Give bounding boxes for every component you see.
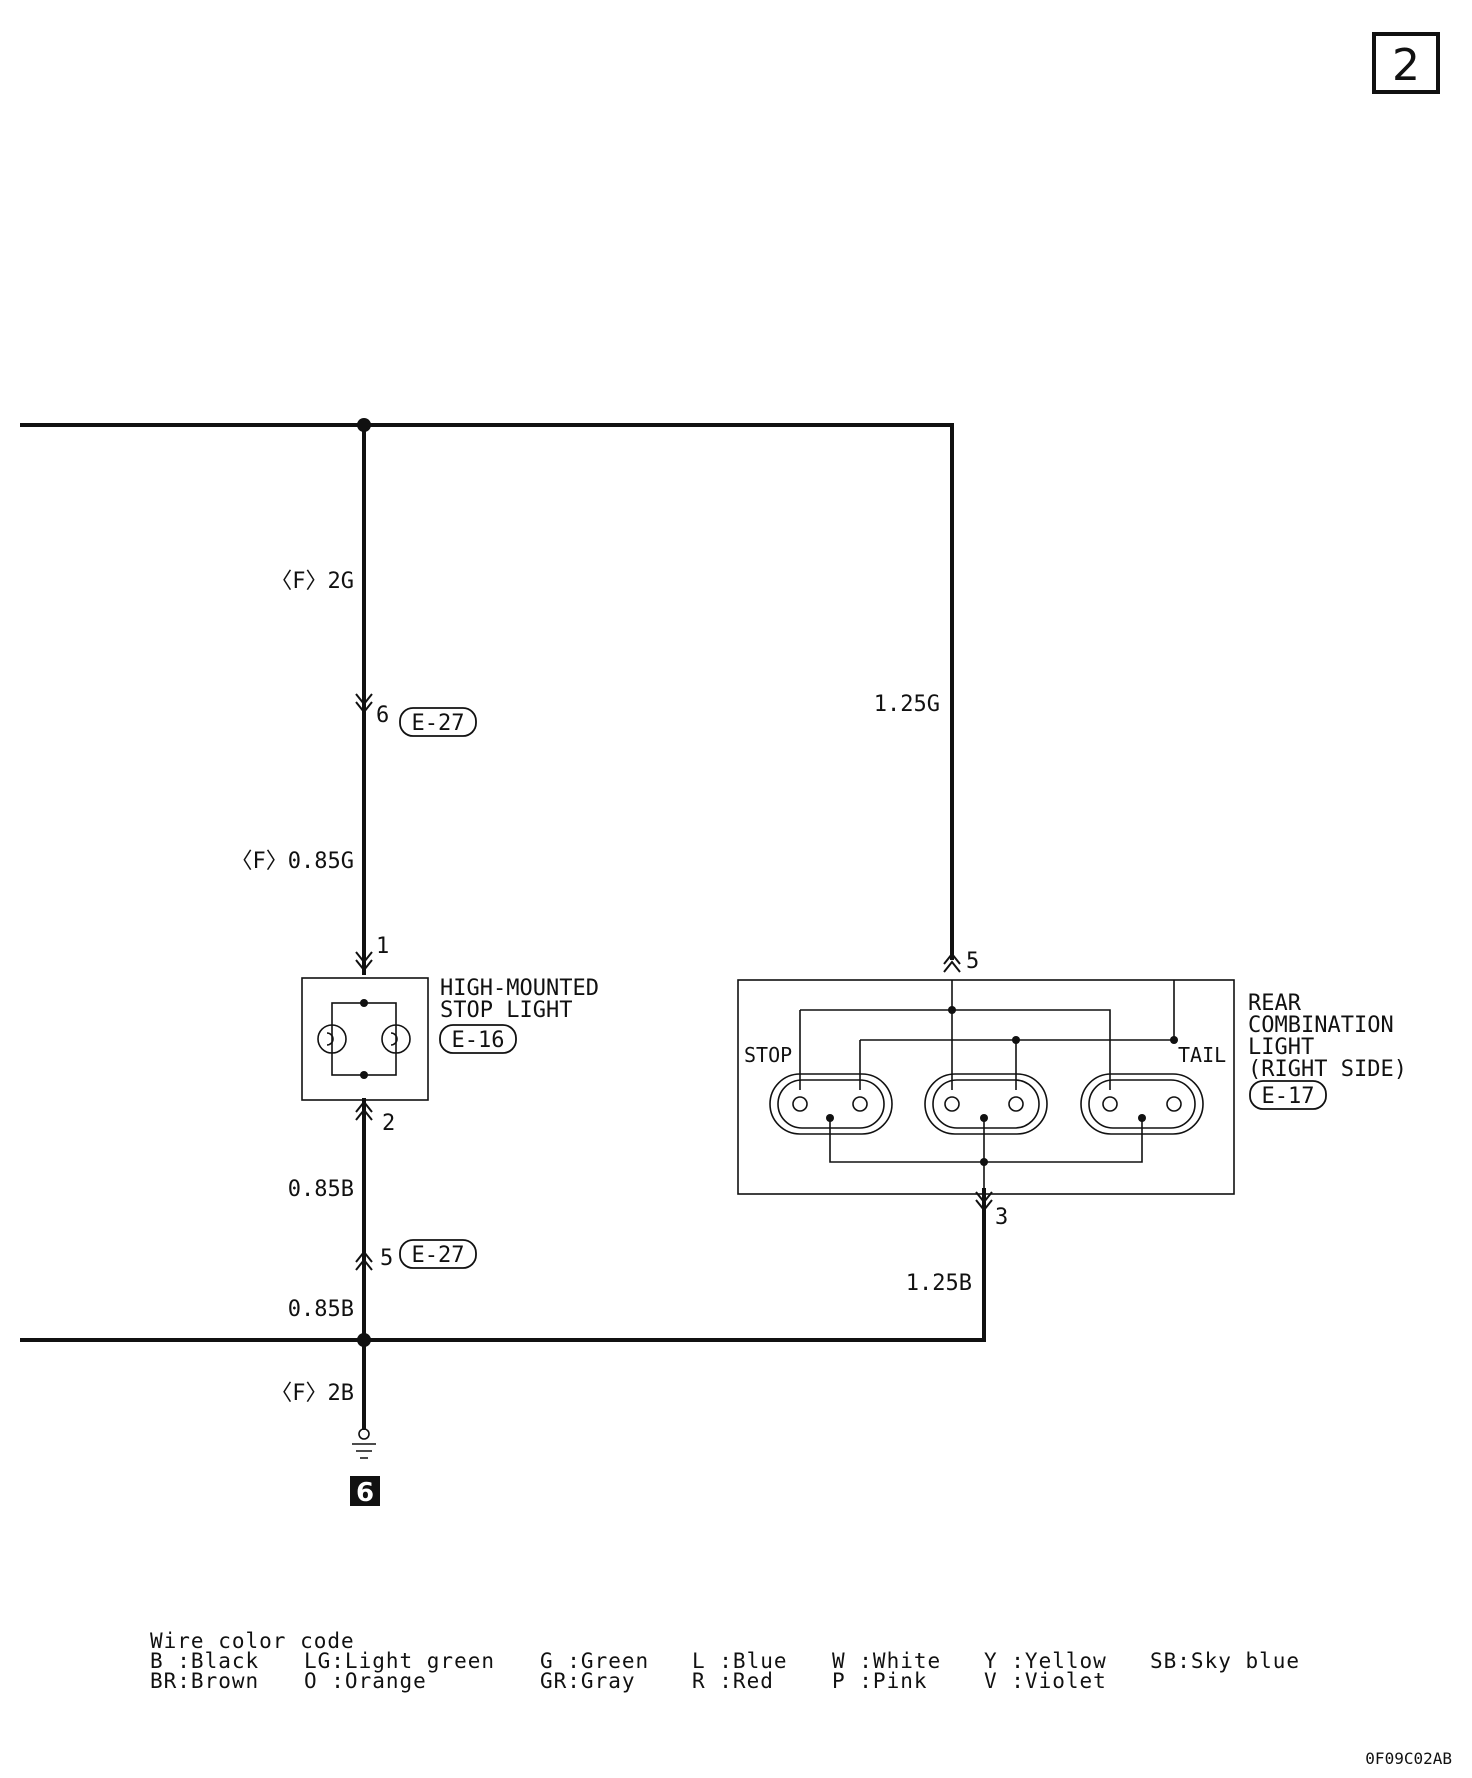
- legend-entry: LG:Light green: [304, 1649, 495, 1673]
- top-bus-wire: [20, 423, 954, 960]
- wire-label-f-2b: 〈F〉2B: [270, 1381, 354, 1406]
- page-number: 2: [1392, 40, 1420, 91]
- legend-entry: W :White: [832, 1649, 941, 1673]
- legend-entry: B :Black: [150, 1649, 259, 1673]
- stop-lamp-icon: [769, 1073, 893, 1135]
- legend-entry: G :Green: [540, 1649, 649, 1673]
- wire-label-125b: 1.25B: [906, 1271, 972, 1296]
- component-label-stop-light: STOP LIGHT: [440, 998, 572, 1023]
- high-mounted-stop-light: [301, 977, 429, 1101]
- legend-entry: Y :Yellow: [984, 1649, 1107, 1673]
- connector-marks: [355, 693, 993, 1271]
- ground-point-badge: 6: [350, 1476, 380, 1508]
- connector-id: E-16: [452, 1028, 505, 1053]
- legend-entry: BR:Brown: [150, 1669, 259, 1693]
- legend-entry: L :Blue: [692, 1649, 788, 1673]
- legend-entry: R :Red: [692, 1669, 774, 1693]
- lamp-label-stop: STOP: [744, 1043, 792, 1067]
- bottom-bus-wire: [20, 1188, 986, 1342]
- component-label-combination: COMBINATION: [1248, 1013, 1394, 1038]
- pin-number: 3: [995, 1205, 1008, 1230]
- pin-number: 5: [380, 1246, 393, 1271]
- ground-symbol-icon: [352, 1428, 376, 1459]
- figure-code: 0F09C02AB: [1365, 1749, 1452, 1768]
- pin-number: 5: [966, 949, 979, 974]
- connector-tag-e17: E-17: [1249, 1080, 1327, 1110]
- legend-entry: GR:Gray: [540, 1669, 636, 1693]
- rear-combination-light: [737, 979, 1235, 1195]
- pin-number: 6: [376, 703, 389, 728]
- wire-color-legend: Wire color code B :Black LG:Light green …: [150, 1629, 1300, 1693]
- component-label-rear: REAR: [1248, 991, 1302, 1016]
- connector-id: E-17: [1262, 1084, 1315, 1109]
- connector-tag-e16: E-16: [439, 1024, 517, 1054]
- component-label-right-side: (RIGHT SIDE): [1248, 1057, 1407, 1082]
- bulb-lamp-icon: [924, 1073, 1048, 1135]
- legend-entry: SB:Sky blue: [1150, 1649, 1300, 1673]
- wire-label-125g: 1.25G: [874, 692, 940, 717]
- connector-id: E-27: [412, 711, 465, 736]
- pin-number: 2: [382, 1111, 395, 1136]
- legend-entry: V :Violet: [984, 1669, 1107, 1693]
- page-number-badge: 2: [1372, 32, 1440, 94]
- bulb-icon: [381, 1024, 411, 1054]
- component-label-light: LIGHT: [1248, 1035, 1314, 1060]
- legend-entry: O :Orange: [304, 1669, 427, 1693]
- connector-tag-e27-bottom: E-27: [399, 1239, 477, 1269]
- wire-label-085b-upper: 0.85B: [288, 1177, 354, 1202]
- connector-tag-e27-top: E-27: [399, 707, 477, 737]
- top-junction-dot: [357, 418, 371, 432]
- bottom-junction-dot: [357, 1333, 371, 1347]
- wire-label-f-085g: 〈F〉0.85G: [231, 849, 354, 874]
- component-label-high-mounted: HIGH-MOUNTED: [440, 976, 599, 1001]
- bulb-icon: [317, 1024, 347, 1054]
- tail-lamp-icon: [1080, 1073, 1204, 1135]
- ground-point-number: 6: [356, 1478, 374, 1508]
- wire-label-f-2g: 〈F〉2G: [270, 569, 354, 594]
- legend-title: Wire color code: [150, 1629, 355, 1653]
- pin-number: 1: [376, 934, 389, 959]
- connector-id: E-27: [412, 1243, 465, 1268]
- wire-label-085b-lower: 0.85B: [288, 1297, 354, 1322]
- lamp-label-tail: TAIL: [1178, 1043, 1226, 1067]
- legend-entry: P :Pink: [832, 1669, 928, 1693]
